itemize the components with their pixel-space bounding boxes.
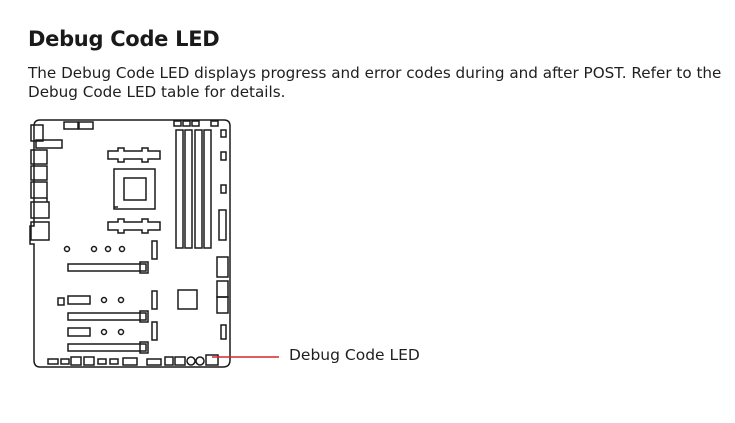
mount-hole-4	[118, 245, 126, 253]
debug-code-led	[205, 354, 219, 366]
right-connector-2	[220, 151, 227, 161]
top-connector-5	[191, 120, 200, 127]
io-block-2	[35, 139, 63, 149]
bottom-connector-9	[164, 356, 174, 366]
bottom-connector-3	[70, 356, 82, 366]
mount-hole-3	[104, 245, 112, 253]
dimm-slot-3	[194, 129, 203, 249]
description-text: The Debug Code LED displays progress and…	[28, 64, 722, 101]
header-hole-3	[100, 328, 108, 336]
io-block-3	[30, 149, 48, 165]
bottom-connector-1	[47, 358, 59, 365]
bottom-connector-5	[97, 358, 107, 365]
bottom-button-2	[195, 356, 205, 366]
top-connector-1	[63, 121, 79, 130]
bottom-connector-8	[146, 358, 162, 366]
right-connector-8	[220, 324, 227, 340]
header-hole-4	[117, 328, 125, 336]
right-connector-5	[216, 256, 229, 278]
pcie-slot-2	[67, 312, 147, 321]
io-block-4	[30, 165, 48, 181]
right-connector-3	[220, 184, 227, 194]
pcie-slot-2-latch	[139, 310, 149, 323]
chipset	[177, 289, 198, 310]
io-block-5	[30, 181, 48, 199]
right-connector-6	[216, 280, 229, 298]
io-block-7	[30, 221, 50, 241]
dimm-slot-2	[184, 129, 193, 249]
bottom-connector-10	[174, 356, 186, 366]
board-outline	[29, 119, 231, 368]
bottom-connector-6	[109, 358, 119, 365]
small-chip	[57, 297, 65, 306]
mount-hole-1	[63, 245, 71, 253]
right-connector-1	[220, 129, 227, 138]
header-2	[67, 327, 91, 337]
header-hole-1	[100, 296, 108, 304]
cpu-socket-inner	[123, 177, 147, 201]
io-block-6	[30, 201, 50, 219]
page-title: Debug Code LED	[28, 27, 220, 51]
pcie-slot-1-latch	[139, 261, 149, 274]
header-hole-2	[117, 296, 125, 304]
debug-code-led-label: Debug Code LED	[289, 346, 420, 364]
mount-hole-2	[90, 245, 98, 253]
pcie-slot-1	[67, 263, 147, 272]
bottom-connector-4	[83, 356, 95, 366]
right-connector-7	[216, 296, 229, 314]
top-connector-6	[210, 120, 219, 127]
dimm-slot-1	[175, 129, 184, 249]
pcie-slot-3	[67, 343, 147, 352]
top-connector-3	[173, 120, 182, 127]
bottom-connector-7	[122, 357, 138, 366]
top-connector-4	[182, 120, 191, 127]
m2-slot-3	[151, 321, 158, 341]
vrm-heatsink-bottom	[107, 218, 161, 234]
bottom-button-1	[186, 356, 196, 366]
bottom-connector-2	[60, 358, 70, 365]
io-block-1	[30, 124, 44, 142]
cpu-socket	[113, 168, 156, 210]
m2-slot-1	[151, 240, 158, 260]
vrm-heatsink-top	[107, 147, 161, 163]
pcie-slot-3-latch	[139, 341, 149, 354]
dimm-slot-4	[203, 129, 212, 249]
m2-slot-2	[151, 290, 158, 310]
top-connector-2	[78, 121, 94, 130]
right-connector-4	[218, 209, 227, 241]
header-1	[67, 295, 91, 305]
